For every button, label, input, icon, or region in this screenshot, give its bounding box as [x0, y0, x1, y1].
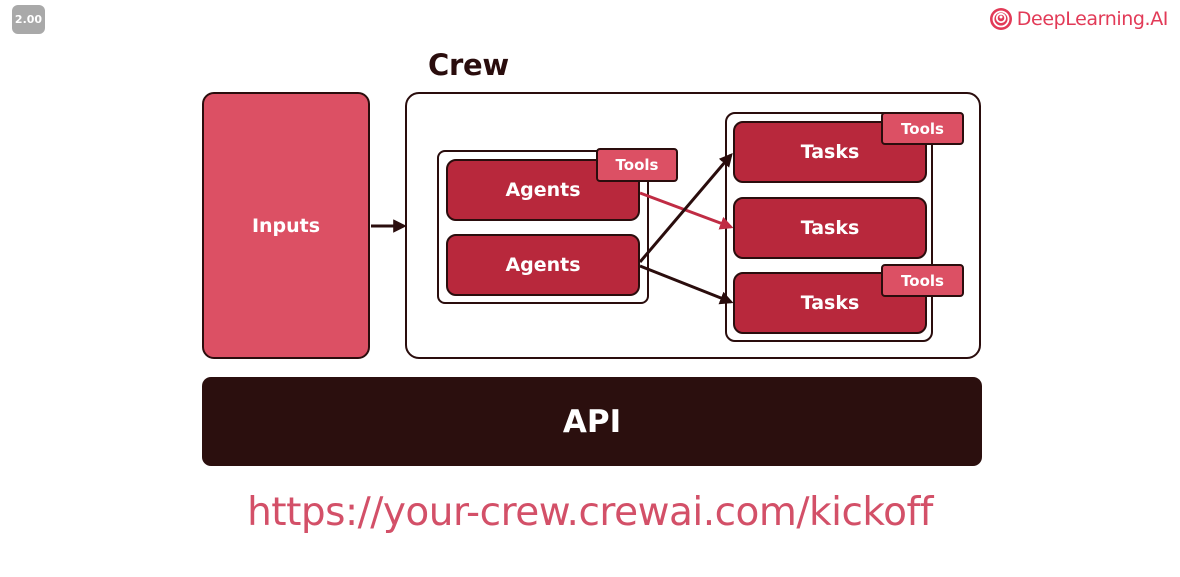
task-label: Tasks: [800, 141, 860, 163]
agent-label: Agents: [505, 179, 581, 201]
task3-tools-badge: Tools: [881, 264, 964, 297]
brand-name: DeepLearning.AI: [1016, 8, 1169, 30]
task-node-2: Tasks: [733, 197, 927, 259]
api-bar: API: [202, 377, 982, 466]
brand-logo: DeepLearning.AI: [989, 6, 1168, 32]
playback-speed-badge[interactable]: 2.00: [12, 5, 45, 34]
tools-label: Tools: [901, 271, 944, 290]
inputs-box: Inputs: [202, 92, 370, 359]
tools-label: Tools: [901, 119, 944, 138]
task-label: Tasks: [800, 292, 860, 314]
crew-title: Crew: [428, 48, 509, 82]
agent-tools-badge: Tools: [596, 148, 678, 182]
api-label: API: [562, 403, 622, 440]
tools-label: Tools: [615, 156, 659, 174]
agent-label: Agents: [505, 254, 581, 276]
deeplearning-logo-icon: [989, 8, 1012, 30]
task1-tools-badge: Tools: [881, 112, 964, 145]
task-label: Tasks: [800, 217, 860, 239]
agent-node-2: Agents: [446, 234, 640, 296]
inputs-label: Inputs: [251, 214, 321, 237]
kickoff-url[interactable]: https://your-crew.crewai.com/kickoff: [247, 490, 933, 535]
